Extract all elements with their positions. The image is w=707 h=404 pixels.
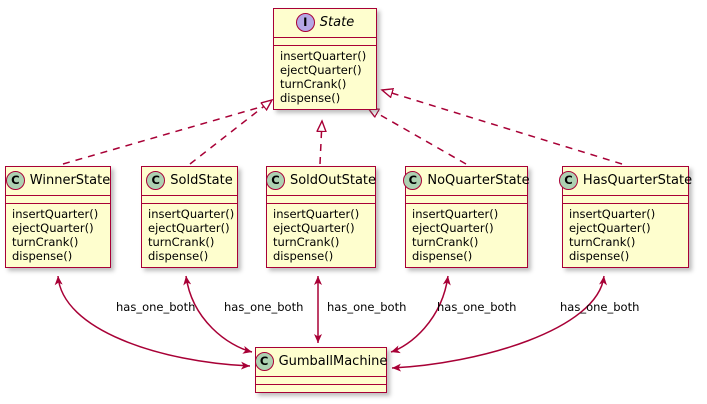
- class-icon: C: [265, 171, 285, 190]
- class-winnerstate-methods: insertQuarter() ejectQuarter() turnCrank…: [6, 204, 110, 267]
- class-icon: C: [146, 171, 166, 190]
- class-soldstate-title: C SoldState: [142, 167, 237, 195]
- divider: [256, 384, 386, 385]
- interface-state[interactable]: I State insertQuarter() ejectQuarter() t…: [273, 8, 377, 110]
- association-winnerstate-gumballmachine: [54, 275, 251, 370]
- class-soldstate-methods: insertQuarter() ejectQuarter() turnCrank…: [142, 204, 237, 267]
- edge-label-hasquarterstate: has_one_both: [560, 300, 640, 314]
- class-gumballmachine-methods: [256, 385, 386, 392]
- realization-soldstate-state: [189, 100, 272, 165]
- class-icon: C: [558, 171, 578, 190]
- class-gumballmachine-name: GumballMachine: [278, 354, 388, 369]
- class-soldoutstate-title: C SoldOutState: [265, 167, 377, 195]
- class-hasquarterstate-name: HasQuarterState: [582, 173, 693, 188]
- method-item: ejectQuarter(): [280, 63, 362, 77]
- realization-soldoutstate-state: [320, 121, 322, 165]
- method-item: ejectQuarter(): [569, 221, 651, 235]
- method-item: dispense(): [12, 249, 73, 263]
- class-winnerstate-name: WinnerState: [29, 173, 111, 188]
- divider: [6, 203, 110, 204]
- method-item: turnCrank(): [148, 235, 215, 249]
- class-soldoutstate-attributes: [267, 196, 375, 203]
- method-item: turnCrank(): [412, 235, 479, 249]
- class-gumballmachine[interactable]: C GumballMachine: [254, 347, 388, 393]
- class-soldoutstate-methods: insertQuarter() ejectQuarter() turnCrank…: [267, 204, 375, 267]
- edge-label-soldoutstate: has_one_both: [327, 300, 407, 314]
- class-winnerstate[interactable]: C WinnerState insertQuarter() ejectQuart…: [5, 166, 111, 268]
- method-item: insertQuarter(): [273, 207, 360, 221]
- divider: [563, 203, 688, 204]
- class-gumballmachine-title: C GumballMachine: [254, 348, 388, 376]
- realization-winnerstate-state: [62, 100, 285, 165]
- class-icon: C: [403, 171, 423, 190]
- class-icon: C: [254, 352, 274, 371]
- divider: [142, 195, 237, 196]
- class-winnerstate-attributes: [6, 196, 110, 203]
- method-item: ejectQuarter(): [148, 221, 230, 235]
- class-soldoutstate[interactable]: C SoldOutState insertQuarter() ejectQuar…: [265, 166, 377, 268]
- interface-state-attributes: [274, 38, 376, 45]
- method-item: insertQuarter(): [412, 207, 499, 221]
- method-item: turnCrank(): [273, 235, 340, 249]
- method-item: dispense(): [280, 91, 341, 105]
- class-gumballmachine-attributes: [256, 377, 386, 384]
- interface-icon: I: [295, 13, 315, 32]
- method-item: dispense(): [148, 249, 209, 263]
- divider: [406, 203, 527, 204]
- class-hasquarterstate[interactable]: C HasQuarterState insertQuarter() ejectQ…: [558, 166, 692, 268]
- divider: [274, 37, 376, 38]
- edge-label-winnerstate: has_one_both: [116, 300, 196, 314]
- method-item: insertQuarter(): [280, 49, 367, 63]
- method-item: turnCrank(): [280, 77, 347, 91]
- method-item: insertQuarter(): [569, 207, 656, 221]
- method-item: dispense(): [412, 249, 473, 263]
- class-noquarterstate[interactable]: C NoQuarterState insertQuarter() ejectQu…: [403, 166, 530, 268]
- divider: [6, 195, 110, 196]
- divider: [256, 376, 386, 377]
- class-soldstate-name: SoldState: [170, 173, 233, 188]
- divider: [563, 195, 688, 196]
- association-noquarterstate-gumballmachine: [390, 275, 451, 354]
- divider: [406, 195, 527, 196]
- method-item: turnCrank(): [12, 235, 79, 249]
- interface-state-name: State: [319, 15, 355, 30]
- class-winnerstate-title: C WinnerState: [5, 167, 111, 195]
- method-item: ejectQuarter(): [273, 221, 355, 235]
- class-noquarterstate-name: NoQuarterState: [427, 173, 530, 188]
- divider: [274, 45, 376, 46]
- interface-state-methods: insertQuarter() ejectQuarter() turnCrank…: [274, 46, 376, 109]
- method-item: turnCrank(): [569, 235, 636, 249]
- class-soldoutstate-name: SoldOutState: [289, 173, 377, 188]
- class-soldstate[interactable]: C SoldState insertQuarter() ejectQuarter…: [141, 166, 238, 268]
- divider: [267, 203, 375, 204]
- realization-hasquarterstate-state: [382, 90, 623, 165]
- class-hasquarterstate-attributes: [563, 196, 688, 203]
- class-noquarterstate-attributes: [406, 196, 527, 203]
- divider: [142, 203, 237, 204]
- realization-noquarterstate-state: [368, 108, 467, 165]
- class-noquarterstate-methods: insertQuarter() ejectQuarter() turnCrank…: [406, 204, 527, 267]
- edge-label-noquarterstate: has_one_both: [437, 300, 517, 314]
- method-item: ejectQuarter(): [412, 221, 494, 235]
- interface-state-title: I State: [274, 9, 376, 37]
- method-item: ejectQuarter(): [12, 221, 94, 235]
- class-hasquarterstate-title: C HasQuarterState: [558, 167, 692, 195]
- method-item: dispense(): [273, 249, 334, 263]
- method-item: insertQuarter(): [12, 207, 99, 221]
- class-hasquarterstate-methods: insertQuarter() ejectQuarter() turnCrank…: [563, 204, 688, 267]
- divider: [267, 195, 375, 196]
- association-hasquarterstate-gumballmachine: [391, 275, 607, 372]
- class-soldstate-attributes: [142, 196, 237, 203]
- method-item: dispense(): [569, 249, 630, 263]
- association-soldstate-gumballmachine: [183, 275, 253, 354]
- method-item: insertQuarter(): [148, 207, 235, 221]
- class-icon: C: [5, 171, 25, 190]
- class-noquarterstate-title: C NoQuarterState: [403, 167, 530, 195]
- edge-label-soldstate: has_one_both: [224, 300, 304, 314]
